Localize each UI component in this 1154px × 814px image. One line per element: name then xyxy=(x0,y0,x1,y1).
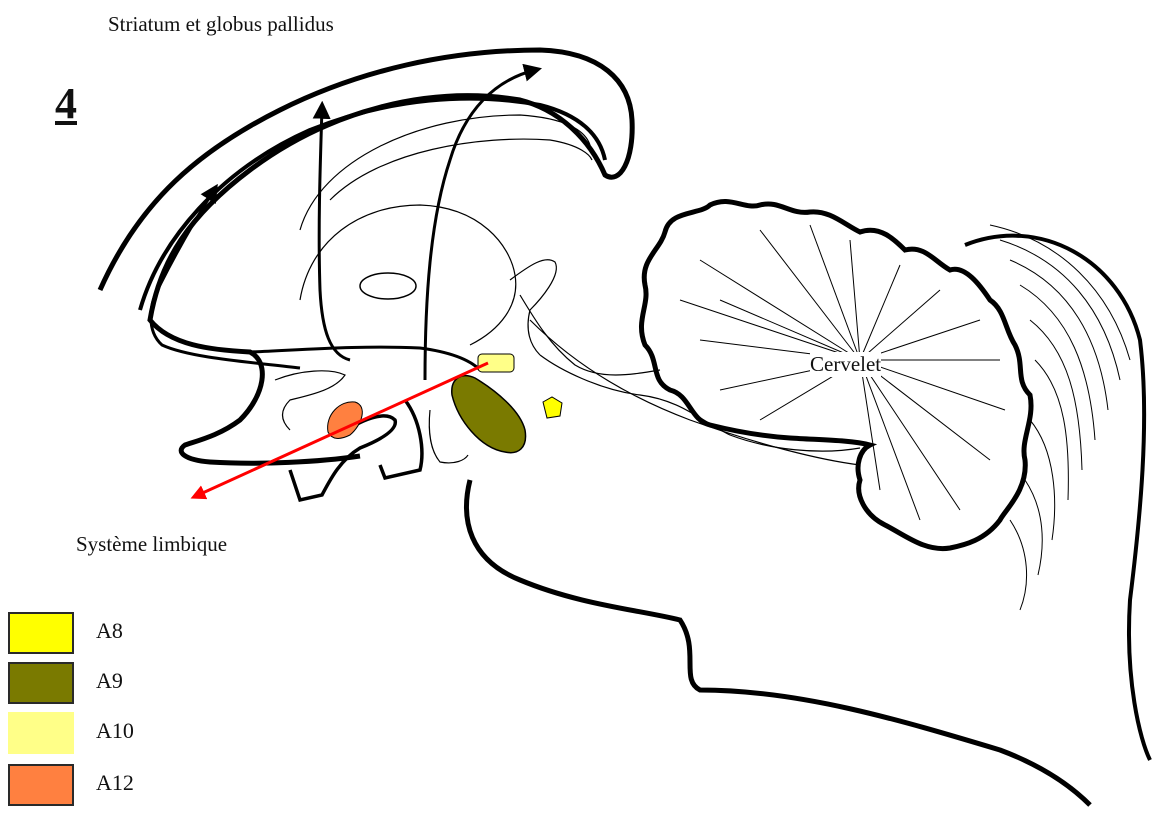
legend-swatch-a9 xyxy=(8,662,74,704)
legend-label-a12: A12 xyxy=(96,770,134,796)
infundibulum-outline xyxy=(380,400,422,478)
fourth-ventricle-line xyxy=(530,320,860,465)
nucleus-a9 xyxy=(452,376,526,453)
legend-swatch-a12 xyxy=(8,764,74,806)
legend-item-a9: A9 xyxy=(8,662,248,702)
legend-label-a10: A10 xyxy=(96,718,134,744)
legend-swatch-a8 xyxy=(8,612,74,654)
occipital-outer-outline xyxy=(965,236,1150,760)
legend-item-a12: A12 xyxy=(8,764,248,804)
legend-label-a8: A8 xyxy=(96,618,123,644)
label-striatum: Striatum et globus pallidus xyxy=(108,12,334,37)
inner-arc-thin-2 xyxy=(330,139,592,200)
thalamus-oval xyxy=(360,273,416,299)
diencephalon-outline xyxy=(300,205,516,345)
aqueduct-outline xyxy=(520,295,660,375)
brainstem-outline xyxy=(467,480,1090,805)
legend-item-a10: A10 xyxy=(8,712,248,752)
projection-arrow-front xyxy=(151,190,300,368)
label-cerebellum: Cervelet xyxy=(810,352,881,377)
legend-item-a8: A8 xyxy=(8,612,248,652)
projection-arrow-back xyxy=(425,70,535,380)
legend-label-a9: A9 xyxy=(96,668,123,694)
nucleus-a10 xyxy=(478,354,514,372)
ventricle-outline xyxy=(510,260,556,355)
legend-swatch-a10 xyxy=(8,712,74,754)
nucleus-a8 xyxy=(543,397,562,418)
projection-arrow-mid xyxy=(319,108,350,360)
figure-number: 4 xyxy=(55,78,77,129)
label-limbic-system: Système limbique xyxy=(76,532,227,557)
limbic-projection-arrow xyxy=(196,363,488,496)
